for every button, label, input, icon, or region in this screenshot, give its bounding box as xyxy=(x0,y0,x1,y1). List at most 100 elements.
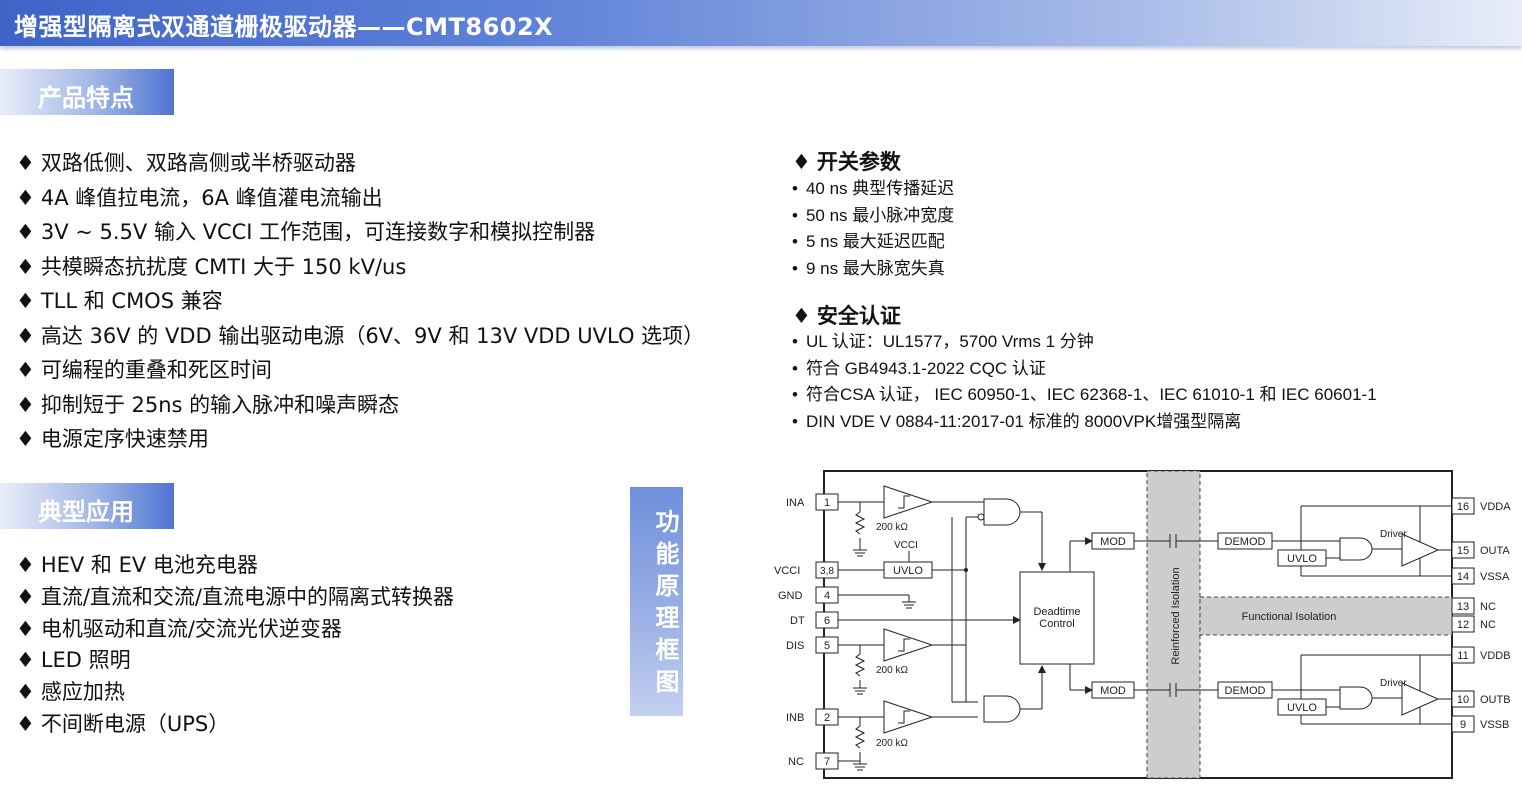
applications-section-tab: 典型应用 xyxy=(0,483,174,529)
resistor-a xyxy=(854,511,866,535)
switching-item: 9 ns 最大脉宽失真 xyxy=(792,256,954,283)
safety-item: 符合 GB4943.1-2022 CQC 认证 xyxy=(792,356,1377,383)
application-item: LED 照明 xyxy=(16,645,454,677)
safety-item: UL 认证：UL1577，5700 Vrms 1 分钟 xyxy=(792,329,1377,356)
resistor-a-label: 200 kΩ xyxy=(876,522,908,533)
input-buffer-b xyxy=(883,700,934,734)
pin-1-number: 1 xyxy=(824,497,830,509)
mod-a-label: MOD xyxy=(1100,536,1126,548)
pin-6-number: 6 xyxy=(824,615,830,627)
pin-13-number: 13 xyxy=(1457,601,1469,613)
switching-item: 40 ns 典型传播延迟 xyxy=(792,176,954,203)
application-item: 直流/直流和交流/直流电源中的隔离式转换器 xyxy=(16,582,454,614)
block-diagram-label: 功能原理框图 xyxy=(651,509,679,701)
pin-14-number: 14 xyxy=(1457,571,1469,583)
feature-item: 电源定序快速禁用 xyxy=(16,422,704,457)
block-diagram-label-box: 功能原理框图 xyxy=(630,487,683,716)
deadtime-label-2: Control xyxy=(1039,618,1074,630)
safety-list: UL 认证：UL1577，5700 Vrms 1 分钟 符合 GB4943.1-… xyxy=(792,329,1377,435)
pin-16-number: 16 xyxy=(1457,501,1469,513)
and-gate-a xyxy=(983,498,1021,526)
demod-a-label: DEMOD xyxy=(1225,536,1266,548)
pin-dis-label: DIS xyxy=(786,640,804,652)
pin-outa-label: OUTA xyxy=(1480,545,1510,557)
pin-14-box xyxy=(1451,567,1475,585)
feature-item: 3V ~ 5.5V 输入 VCCI 工作范围，可连接数字和模拟控制器 xyxy=(16,215,704,250)
pin-3-8-number: 3,8 xyxy=(820,566,834,577)
driver-b-label: Driver xyxy=(1380,678,1407,689)
pin-2-number: 2 xyxy=(824,712,830,724)
feature-item: TLL 和 CMOS 兼容 xyxy=(16,284,704,319)
pin-4-number: 4 xyxy=(824,590,830,602)
pin-nc13-label: NC xyxy=(1480,601,1496,613)
switching-item: 50 ns 最小脉冲宽度 xyxy=(792,203,954,230)
reinforced-isolation-label: Reinforced Isolation xyxy=(1170,567,1182,664)
page-title: 增强型隔离式双通道栅极驱动器——CMT8602X xyxy=(14,13,554,41)
pin-10-box xyxy=(1451,690,1475,708)
switching-item: 5 ns 最大延迟匹配 xyxy=(792,229,954,256)
application-item: 感应加热 xyxy=(16,677,454,709)
applications-section-label: 典型应用 xyxy=(38,498,134,526)
pin-5-number: 5 xyxy=(824,640,830,652)
pin-vssa-label: VSSA xyxy=(1480,571,1510,583)
right-pins: 16 VDDA 15 OUTA 14 VSSA 13 NC 12 NC 11 V… xyxy=(1451,497,1511,733)
pin-15-box xyxy=(1451,541,1475,559)
application-item: 电机驱动和直流/交流光伏逆变器 xyxy=(16,614,454,646)
resistor-b xyxy=(854,725,866,749)
hysteresis-icon xyxy=(898,495,910,509)
left-pins: INA 1 VCCI 3,8 GND 4 DT 6 DIS 5 INB 2 NC… xyxy=(774,493,839,770)
functional-isolation-label: Functional Isolation xyxy=(1242,611,1337,623)
application-item: HEV 和 EV 电池充电器 xyxy=(16,550,454,582)
vcci-label: VCCI xyxy=(894,540,918,551)
input-channel-a xyxy=(838,485,984,557)
pin-9-number: 9 xyxy=(1460,719,1466,731)
safety-heading: 安全认证 xyxy=(792,300,901,330)
pin-dt-label: DT xyxy=(790,615,805,627)
pin-vcci-label: VCCI xyxy=(774,565,800,577)
pin-vddb-label: VDDB xyxy=(1480,650,1511,662)
feature-item: 可编程的重叠和死区时间 xyxy=(16,353,704,388)
input-buffer-a xyxy=(883,485,934,519)
feature-item: 4A 峰值拉电流，6A 峰值灌电流输出 xyxy=(16,181,704,216)
deadtime-control-block xyxy=(1019,571,1095,665)
pin-gnd-label: GND xyxy=(778,590,803,602)
uvlo-b-label: UVLO xyxy=(1287,702,1317,714)
driver-a-label: Driver xyxy=(1380,529,1407,540)
resistor-dis xyxy=(854,653,866,677)
pin-nc12-label: NC xyxy=(1480,619,1496,631)
safety-item: 符合CSA 认证， IEC 60950-1、IEC 62368-1、IEC 61… xyxy=(792,382,1377,409)
switching-list: 40 ns 典型传播延迟 50 ns 最小脉冲宽度 5 ns 最大延迟匹配 9 … xyxy=(792,176,954,282)
safety-item: DIN VDE V 0884-11:2017-01 标准的 8000VPK增强型… xyxy=(792,409,1377,436)
pin-9-box xyxy=(1451,715,1475,733)
feature-item: 高达 36V 的 VDD 输出驱动电源（6V、9V 和 13V VDD UVLO… xyxy=(16,319,704,354)
features-section-tab: 产品特点 xyxy=(0,69,174,115)
mod-b-label: MOD xyxy=(1100,685,1126,697)
pin-7-number: 7 xyxy=(824,756,830,768)
pin-12-box xyxy=(1451,615,1475,633)
feature-item: 双路低侧、双路高侧或半桥驱动器 xyxy=(16,146,704,181)
pin-outb-label: OUTB xyxy=(1480,694,1511,706)
pin-12-number: 12 xyxy=(1457,619,1469,631)
uvlo-input-label: UVLO xyxy=(893,565,923,577)
pin-vssb-label: VSSB xyxy=(1480,719,1509,731)
switching-heading: 开关参数 xyxy=(792,146,901,176)
demod-b-label: DEMOD xyxy=(1225,685,1266,697)
resistor-dis-label: 200 kΩ xyxy=(876,665,908,676)
pin-vdda-label: VDDA xyxy=(1480,501,1511,513)
pin-15-number: 15 xyxy=(1457,545,1469,557)
and-gate-out-b xyxy=(1339,686,1373,710)
pin-ina-label: INA xyxy=(786,497,805,509)
pin-nc-label: NC xyxy=(788,756,804,768)
feature-item: 抑制短于 25ns 的输入脉冲和噪声瞬态 xyxy=(16,388,704,423)
uvlo-a-label: UVLO xyxy=(1287,553,1317,565)
application-item: 不间断电源（UPS） xyxy=(16,709,454,741)
features-section-label: 产品特点 xyxy=(38,84,134,112)
and-gate-out-a xyxy=(1339,537,1373,561)
resistor-b-label: 200 kΩ xyxy=(876,738,908,749)
pin-10-number: 10 xyxy=(1457,694,1469,706)
pin-inb-label: INB xyxy=(786,712,804,724)
and-gate-b xyxy=(983,695,1021,723)
functional-isolation-barrier xyxy=(1199,596,1453,636)
deadtime-label-1: Deadtime xyxy=(1033,606,1080,618)
applications-list: HEV 和 EV 电池充电器 直流/直流和交流/直流电源中的隔离式转换器 电机驱… xyxy=(16,550,454,741)
